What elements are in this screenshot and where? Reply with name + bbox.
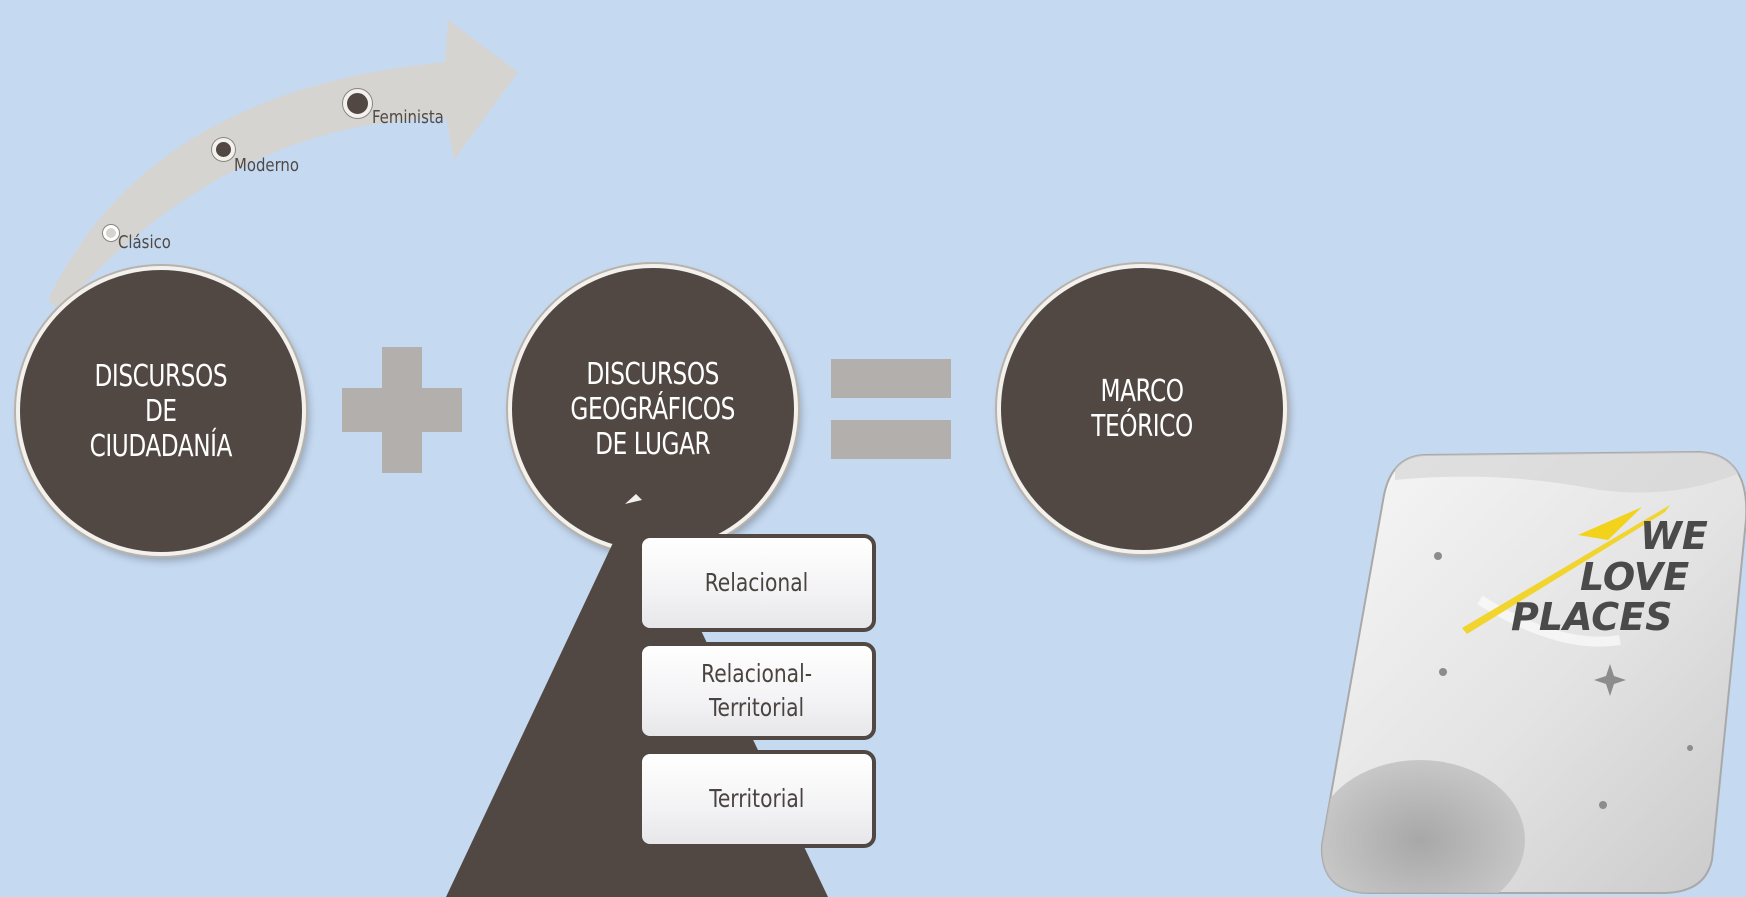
sticker-line-love: LOVE xyxy=(1580,555,1689,599)
timeline-label-moderno: Moderno xyxy=(234,155,299,176)
circle-discursos-ciudadania: DISCURSOS DE CIUDADANÍA xyxy=(16,266,306,556)
pyramid-level-territorial: Territorial xyxy=(638,750,876,848)
timeline-marker-clasico xyxy=(103,225,119,241)
timeline-marker-feminista xyxy=(343,89,372,118)
pyramid-level-relacional: Relacional xyxy=(638,534,876,632)
circle-label-ciudadania: DISCURSOS DE CIUDADANÍA xyxy=(89,358,233,464)
circle-label-geograficos: DISCURSOS GEOGRÁFICOS DE LUGAR xyxy=(570,356,736,462)
sticker-dot xyxy=(1599,801,1607,809)
timeline-label-feminista: Feminista xyxy=(372,107,444,128)
timeline-marker-moderno xyxy=(212,138,235,161)
sticker-line-we: WE xyxy=(1640,514,1708,558)
circle-marco-teorico: MARCO TEÓRICO xyxy=(997,264,1287,554)
yellow-streak xyxy=(1462,505,1670,634)
circle-label-marco: MARCO TEÓRICO xyxy=(1091,374,1193,444)
sparkle-icon xyxy=(1594,664,1626,696)
pyramid-level-relacional-territorial: Relacional- Territorial xyxy=(638,642,876,740)
sticker-card: WE LOVE PLACES xyxy=(1320,450,1746,894)
sticker-line-places: PLACES xyxy=(1511,595,1673,639)
curved-arrow-shape xyxy=(48,20,518,310)
timeline-label-clasico: Clásico xyxy=(118,232,171,253)
plane-icon xyxy=(1578,507,1642,540)
sticker-dot xyxy=(1434,552,1442,560)
sticker-dot xyxy=(1687,745,1693,751)
sticker-dot xyxy=(1439,668,1447,676)
